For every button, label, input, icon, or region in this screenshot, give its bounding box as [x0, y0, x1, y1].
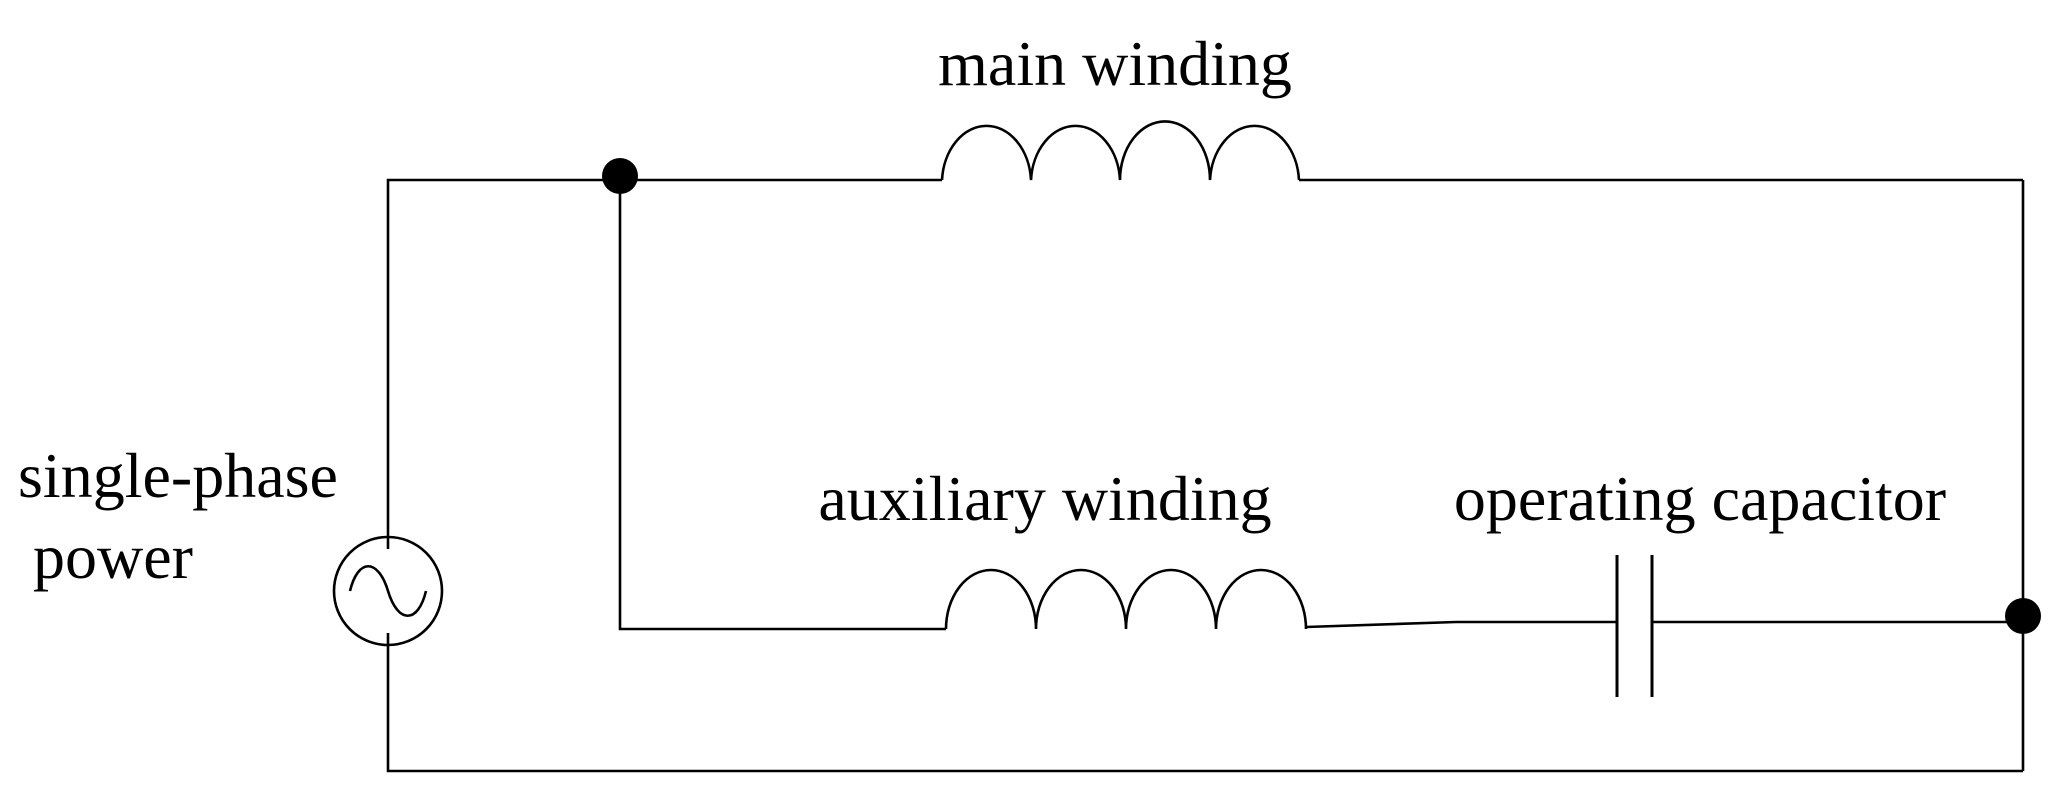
- auxiliary-winding-label: auxiliary winding: [818, 463, 1271, 534]
- bottom-wire: [386, 633, 2023, 773]
- top-wire-left: [386, 178, 942, 549]
- ac-source-sine: [348, 564, 428, 618]
- ac-sine-icon: [332, 535, 444, 647]
- aux-to-capacitor-wire: [1305, 620, 1457, 629]
- top-junction-node: [602, 158, 638, 194]
- capacitor-symbol: [1615, 555, 1654, 697]
- aux-branch-left-wire: [618, 176, 946, 631]
- operating-capacitor-label: operating capacitor: [1454, 463, 1946, 534]
- main-winding-label: main winding: [938, 28, 1292, 99]
- right-junction-node: [2005, 598, 2041, 634]
- power-label-line1: single-phase: [18, 440, 338, 511]
- power-label-line2: power: [33, 521, 193, 592]
- auxiliary-winding-coil: [944, 568, 1308, 630]
- main-winding-coil: [940, 120, 1301, 181]
- ac-source-circle: [332, 535, 444, 647]
- wires: [386, 176, 2025, 773]
